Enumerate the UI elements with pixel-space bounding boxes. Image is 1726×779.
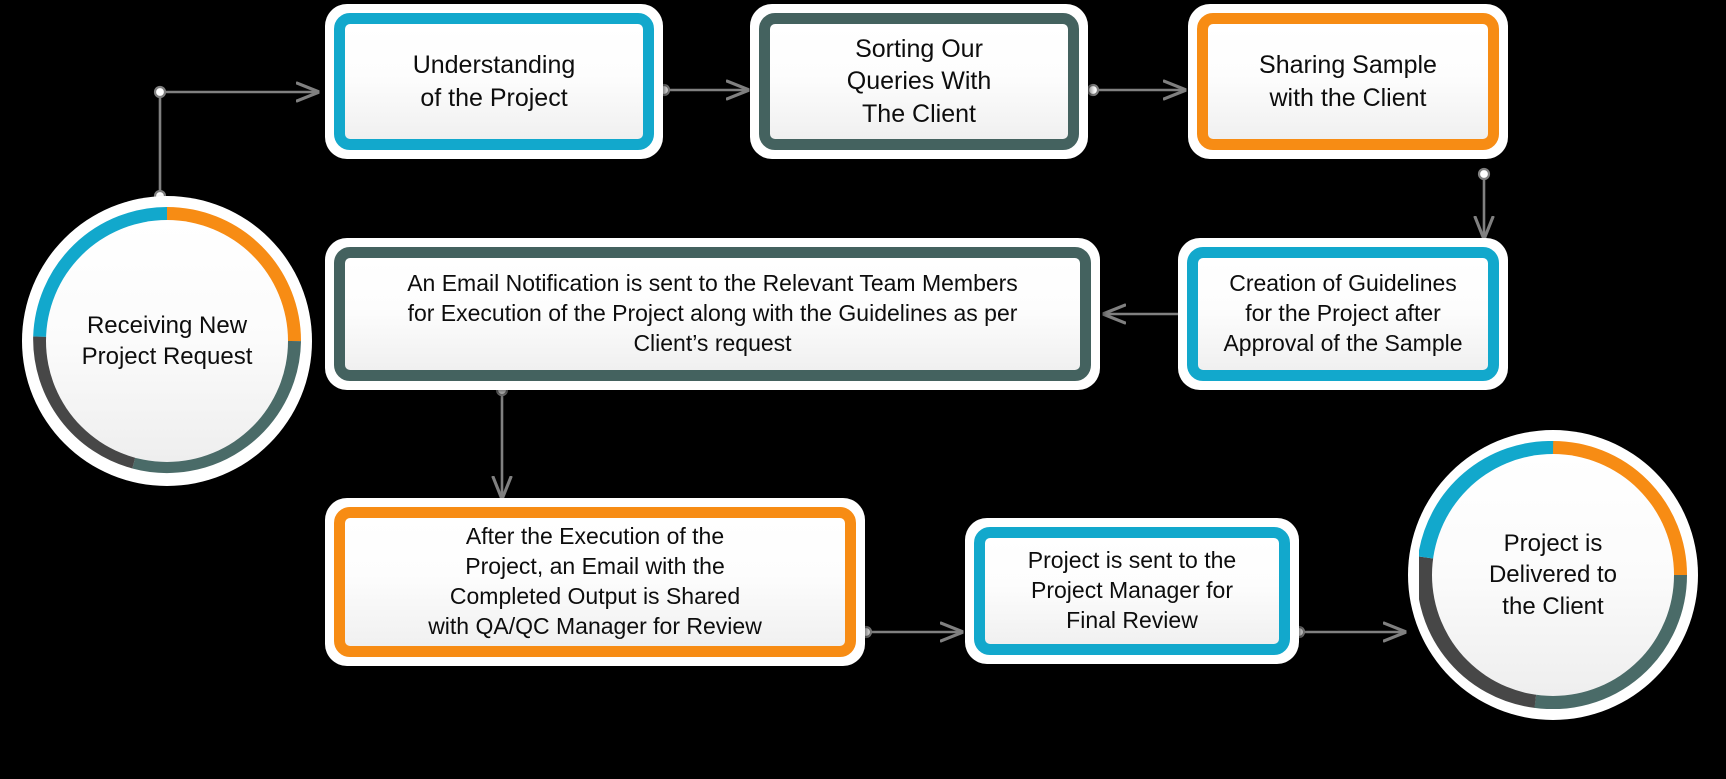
node-receiving-new-project-request[interactable]: Receiving New Project Request [22,196,312,486]
node-email-completed-output-to-qa-qc[interactable]: After the Execution of the Project, an E… [325,498,865,666]
node-box-inner: After the Execution of the Project, an E… [334,507,856,657]
connector-sorting-to-sharing [1086,85,1185,95]
node-label: Receiving New Project Request [81,311,253,370]
node-box-inner: Understanding of the Project [334,13,654,150]
node-label: Understanding of the Project [412,51,576,112]
connector-project-manager-to-delivered [1292,627,1405,637]
circle-face: Project is Delivered to the Client [1432,454,1674,696]
connector-qa-qc-to-project-manager [859,627,962,637]
node-sharing-sample-with-the-client[interactable]: Sharing Sample with the Client [1188,4,1508,159]
node-label: After the Execution of the Project, an E… [428,523,762,639]
node-project-delivered-to-the-client[interactable]: Project is Delivered to the Client [1408,430,1698,720]
node-label: Sharing Sample with the Client [1259,51,1437,112]
node-label: Project is Delivered to the Client [1488,530,1618,620]
node-creation-of-guidelines[interactable]: Creation of Guidelines for the Project a… [1178,238,1508,390]
donut-ring: Project is Delivered to the Client [1419,441,1687,709]
donut-ring: Receiving New Project Request [33,207,301,475]
node-box-inner: An Email Notification is sent to the Rel… [334,247,1091,381]
node-understanding-of-the-project[interactable]: Understanding of the Project [325,4,663,159]
circle-face: Receiving New Project Request [46,220,288,462]
connector-email-to-qa-qc [497,383,507,498]
connector-start-to-understanding [153,87,318,203]
node-label: Sorting Our Queries With The Client [846,34,992,128]
connector-sharing-to-creation [1479,167,1489,238]
node-project-sent-to-project-manager[interactable]: Project is sent to the Project Manager f… [965,518,1299,664]
node-label: Project is sent to the Project Manager f… [1027,547,1237,633]
node-box-inner: Sharing Sample with the Client [1197,13,1499,150]
ring-segments-icon [1419,441,1687,709]
node-email-notification-to-team[interactable]: An Email Notification is sent to the Rel… [325,238,1100,390]
node-sorting-our-queries-with-the-client[interactable]: Sorting Our Queries With The Client [750,4,1088,159]
connector-understanding-to-sorting [657,85,748,95]
node-label: An Email Notification is sent to the Rel… [407,270,1018,356]
node-box-inner: Creation of Guidelines for the Project a… [1187,247,1499,381]
node-box-inner: Project is sent to the Project Manager f… [974,527,1290,655]
node-box-inner: Sorting Our Queries With The Client [759,13,1079,150]
node-label: Creation of Guidelines for the Project a… [1223,270,1463,356]
